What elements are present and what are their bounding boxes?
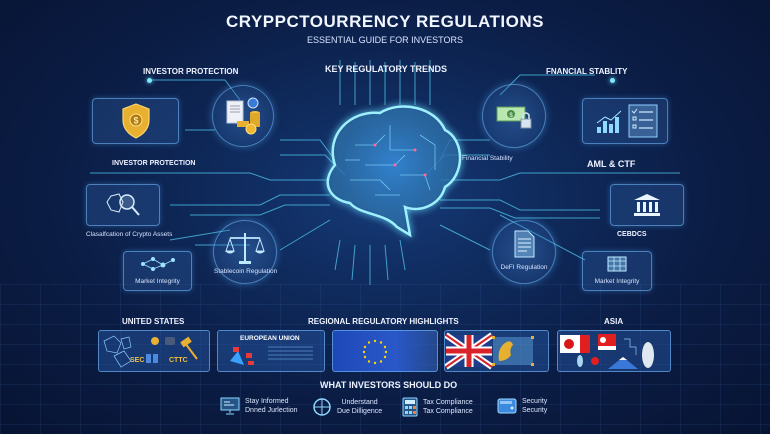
us-map-regulators-icon: SEC CTTC bbox=[103, 335, 198, 368]
chart-checklist-card[interactable] bbox=[582, 98, 668, 144]
asia-region-card[interactable] bbox=[557, 330, 671, 372]
action-due-diligence[interactable]: Understand Due Dilligence bbox=[312, 397, 382, 417]
defi-label: DeFI Regulation bbox=[500, 264, 548, 271]
action-line1: Tax Compliance bbox=[423, 399, 473, 406]
cbdc-card[interactable] bbox=[610, 184, 684, 226]
crypto-classification-card[interactable] bbox=[86, 184, 160, 226]
market-integrity-card-left[interactable]: Market Integrity bbox=[123, 251, 192, 291]
asia-flags-landmarks-icon bbox=[560, 334, 654, 369]
sec-badge: SEC bbox=[130, 357, 144, 364]
us-region-card[interactable]: SEC CTTC bbox=[98, 330, 210, 372]
connector-dot bbox=[610, 78, 615, 83]
cttc-badge: CTTC bbox=[169, 357, 188, 364]
crypto-classification-label: Clasalfcation of Crypto Assets bbox=[86, 231, 173, 238]
compass-icon bbox=[313, 398, 331, 416]
aml-ctf-label: AML & CTF bbox=[587, 159, 636, 169]
network-nodes-icon bbox=[141, 257, 175, 271]
grid-table-icon bbox=[607, 256, 627, 272]
action-line2: Due Dilligence bbox=[337, 408, 383, 415]
bar-chart-checklist-icon bbox=[596, 104, 658, 138]
crypto-magnifier-icon bbox=[106, 193, 140, 216]
page-title: CRYPPCTOURRENCY REGULATIONS bbox=[226, 12, 544, 31]
stablecoin-label: Stablecoin Regulation bbox=[214, 268, 278, 275]
stablecoin-card[interactable]: Stablecoin Regulation bbox=[213, 220, 277, 284]
circuit-brain-icon bbox=[305, 95, 470, 245]
financial-stability-label-2: Financial Stability bbox=[462, 155, 513, 162]
action-line2: Dnned Jurlection bbox=[245, 407, 298, 414]
eu-flag-icon bbox=[362, 339, 388, 365]
shield-card[interactable]: $ bbox=[92, 98, 179, 144]
action-tax-compliance[interactable]: Tax Compliance Tax Compliance bbox=[402, 397, 473, 417]
certificate-coins-card[interactable] bbox=[212, 85, 274, 147]
market-integrity-card-right[interactable]: Market Integrity bbox=[582, 251, 652, 291]
shield-dollar-icon: $ bbox=[121, 103, 150, 139]
eu-flag-card[interactable] bbox=[332, 330, 438, 372]
eu-region-card[interactable]: EUROPEAN UNION bbox=[217, 330, 325, 372]
eu-map-icon bbox=[230, 346, 313, 365]
investor-protection-label: INVESTOR PROTECTION bbox=[143, 67, 239, 76]
defi-card[interactable]: DeFI Regulation bbox=[492, 220, 556, 284]
connector-dot bbox=[147, 78, 152, 83]
regional-heading: REGIONAL REGULATORY HIGHLIGHTS bbox=[308, 317, 459, 326]
financial-stability-label: FNANCIAL STABLITY bbox=[546, 67, 628, 76]
banknote-lock-icon: $ bbox=[496, 106, 532, 129]
uk-flag-lion-icon bbox=[445, 332, 534, 370]
action-line1: Understand bbox=[341, 399, 378, 406]
asia-label: ASIA bbox=[604, 317, 624, 326]
action-stay-informed[interactable]: Stay Informed Dnned Jurlection bbox=[220, 397, 298, 415]
investor-protection-label-2: INVESTOR PROTECTION bbox=[112, 160, 196, 167]
certificate-gold-coins-icon bbox=[226, 97, 260, 135]
svg-text:$: $ bbox=[133, 116, 138, 126]
wallet-icon bbox=[497, 398, 517, 414]
uk-region-card[interactable] bbox=[444, 330, 549, 372]
calculator-icon bbox=[402, 397, 418, 417]
monitor-icon bbox=[220, 397, 240, 415]
cbdc-label: CEBDCS bbox=[617, 231, 647, 238]
key-trends-heading: KEY REGULATORY TRENDS bbox=[325, 64, 448, 74]
action-line1: Security bbox=[522, 398, 548, 405]
svg-text:$: $ bbox=[509, 113, 513, 119]
action-line2: Tax Compliance bbox=[423, 408, 473, 415]
eu-label: EUROPEAN UNION bbox=[240, 335, 300, 342]
actions-heading: WHAT INVESTORS SHOULD DO bbox=[320, 380, 458, 390]
scales-icon bbox=[225, 233, 265, 264]
banknote-lock-card[interactable]: $ bbox=[482, 84, 546, 148]
us-label: UNITED STATES bbox=[122, 317, 185, 326]
document-icon bbox=[514, 230, 535, 258]
bank-building-icon bbox=[634, 194, 660, 216]
action-line1: Stay Informed bbox=[245, 398, 289, 405]
market-integrity-label-left: Market Integrity bbox=[135, 278, 180, 285]
page-subtitle: ESSENTIAL GUIDE FOR INVESTORS bbox=[306, 35, 464, 45]
market-integrity-label-right: Market Integrity bbox=[594, 278, 640, 285]
action-security[interactable]: Security Security bbox=[497, 397, 547, 415]
action-line2: Security bbox=[522, 407, 548, 414]
